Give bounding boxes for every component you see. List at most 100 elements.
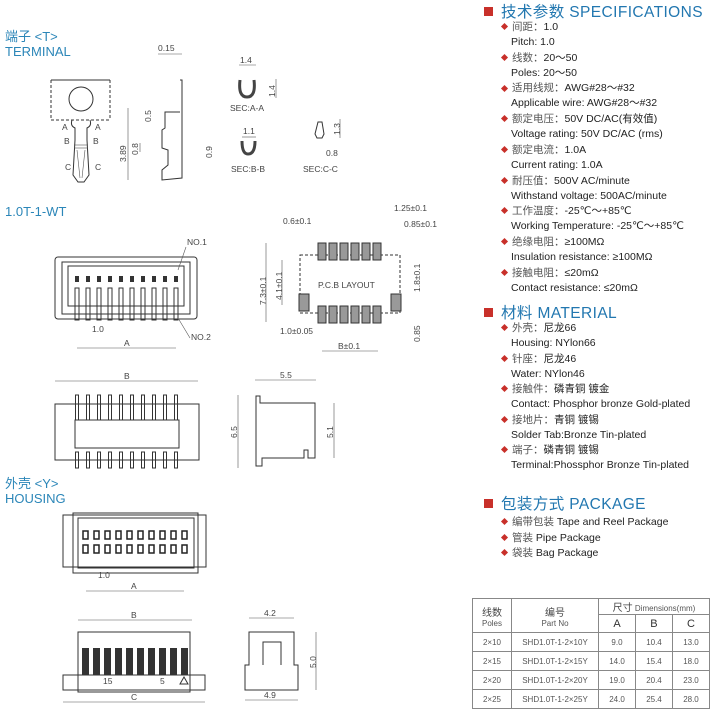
housing-dim-a: A <box>131 581 137 591</box>
diamond-bullet-icon <box>500 207 509 215</box>
pcb-dim-b: B±0.1 <box>338 341 360 351</box>
pcb-pad <box>339 242 349 261</box>
col-c-header: C <box>671 614 711 633</box>
wafer-pitch: 1.0 <box>92 324 104 334</box>
package-item-cn: 袋装 <box>512 547 533 559</box>
pin-lead <box>163 451 167 469</box>
dim-0-5: 0.5 <box>143 110 153 122</box>
pin-contact <box>97 276 101 282</box>
pin-lead <box>119 451 123 469</box>
diamond-bullet-icon <box>500 354 509 362</box>
cell-part: SHD1.0T-1-2×25Y <box>511 689 599 709</box>
section-c-left: C <box>65 162 71 172</box>
diamond-bullet-icon <box>500 145 509 154</box>
pcb-pad <box>350 242 360 261</box>
wafer-dim-b: B <box>124 371 130 381</box>
pcb-pad <box>350 305 360 324</box>
terminal-slot <box>115 648 122 675</box>
pcb-pad <box>339 305 349 324</box>
diamond-bullet-icon <box>500 53 509 61</box>
pin-lead <box>86 451 90 469</box>
contact-cavity <box>159 544 166 554</box>
contact-cavity <box>181 544 188 554</box>
sec-aa-width: 1.4 <box>240 55 252 65</box>
col-b-header: B <box>634 614 673 633</box>
pcb-dim-1-0: 1.0±0.05 <box>280 326 313 336</box>
part-header-en: Part No <box>541 618 569 628</box>
pcb-dim-1-8: 1.8±0.1 <box>412 263 422 292</box>
contact-cavity <box>137 530 144 540</box>
terminal-slot <box>82 648 89 675</box>
specifications-item-cn: 额定电压： <box>512 113 565 126</box>
cell-part: SHD1.0T-1-2×10Y <box>511 632 599 652</box>
contact-cavity <box>170 530 177 540</box>
heading-bullet-icon <box>484 6 493 16</box>
material-item: 接地片：青铜 镀锡 <box>500 413 599 428</box>
pin-contact <box>108 276 112 282</box>
pin-lead <box>141 451 145 469</box>
material-item: 接触件：磷青铜 镀金 <box>500 382 609 397</box>
terminal-title-en: TERMINAL <box>5 44 71 59</box>
pin-lead <box>152 451 156 469</box>
pcb-pad <box>328 305 338 324</box>
package-item: 编带包装 Tape and Reel Package <box>500 515 668 530</box>
pin-contact <box>118 287 124 321</box>
package-item-en: Tape and Reel Package <box>556 516 669 528</box>
wafer-top-view: B <box>54 371 200 469</box>
diamond-bullet-icon <box>500 385 509 393</box>
specifications-item-en: Withstand voltage: 500AC/minute <box>511 189 667 202</box>
specifications-title: 技术参数 SPECIFICATIONS <box>501 4 703 21</box>
contact-cavity <box>82 544 89 554</box>
pcb-dim-4-1: 4.1±0.1 <box>274 271 284 300</box>
dim-3-89: 3.89 <box>118 145 128 162</box>
section-a-right: A <box>95 122 101 132</box>
sec-bb-width: 1.1 <box>243 126 255 136</box>
package-heading: 包装方式 PACKAGE <box>484 492 646 514</box>
cell-b: 20.4 <box>634 670 673 690</box>
section-c-c: 1.3 0.8 SEC:C-C <box>303 119 342 174</box>
cell-c: 23.0 <box>671 670 711 690</box>
specifications-item: 接触电阻：≤20mΩ <box>500 266 599 281</box>
specifications-item: 绝缘电阻：≥100MΩ <box>500 235 604 250</box>
package-item: 管装 Pipe Package <box>500 531 601 546</box>
pin-contact <box>141 276 145 282</box>
contact-cavity <box>126 530 133 540</box>
terminal-slot <box>148 648 155 675</box>
material-item-cn: 外壳： <box>512 322 544 334</box>
package-item-en: Pipe Package <box>535 531 601 544</box>
specifications-item-cn-value: ≤20mΩ <box>564 266 599 279</box>
wafer-dim-5-5: 5.5 <box>280 370 292 380</box>
pin-contact <box>163 276 167 282</box>
material-heading: 材料 MATERIAL <box>484 301 617 323</box>
material-item-en: Solder Tab:Bronze Tin-plated <box>511 428 647 441</box>
terminal-slot <box>126 648 133 675</box>
specifications-item-cn: 工作温度： <box>512 205 565 218</box>
pcb-dim-7-3: 7.3±0.1 <box>258 276 268 305</box>
diamond-bullet-icon <box>500 238 509 246</box>
material-title: 材料 MATERIAL <box>501 305 618 322</box>
specifications-item-cn: 接触电阻： <box>512 266 565 279</box>
specifications-item: 工作温度：-25℃～+85℃ <box>500 204 632 219</box>
terminal-title-cn: 端子 <T> <box>5 29 58 44</box>
material-item-en: Contact: Phosphor bronze Gold-plated <box>511 398 691 410</box>
material-item-en: Housing: NYlon66 <box>511 337 596 349</box>
terminal-slot <box>181 648 188 675</box>
specifications-heading: 技术参数 SPECIFICATIONS <box>484 0 703 22</box>
cell-poles: 2×25 <box>472 689 512 709</box>
pin-lead <box>174 394 178 421</box>
housing-side-view: 4.2 5.0 4.9 <box>244 608 318 701</box>
specifications-item-cn-value: -25℃～+85℃ <box>564 205 632 218</box>
cell-c: 18.0 <box>671 651 711 671</box>
contact-cavity <box>170 544 177 554</box>
specifications-item: 间距：1.0 <box>500 20 558 35</box>
pin-contact <box>151 287 157 321</box>
dim-0-15: 0.15 <box>158 43 175 53</box>
pcb-dim-1-25: 1.25±0.1 <box>394 203 427 213</box>
specifications-item-cn: 间距： <box>512 21 544 33</box>
specifications-item: 线数：20～50 <box>500 51 577 66</box>
package-item-cn: 管装 <box>512 531 533 544</box>
terminal-front-view: A A B B C C <box>50 79 111 183</box>
